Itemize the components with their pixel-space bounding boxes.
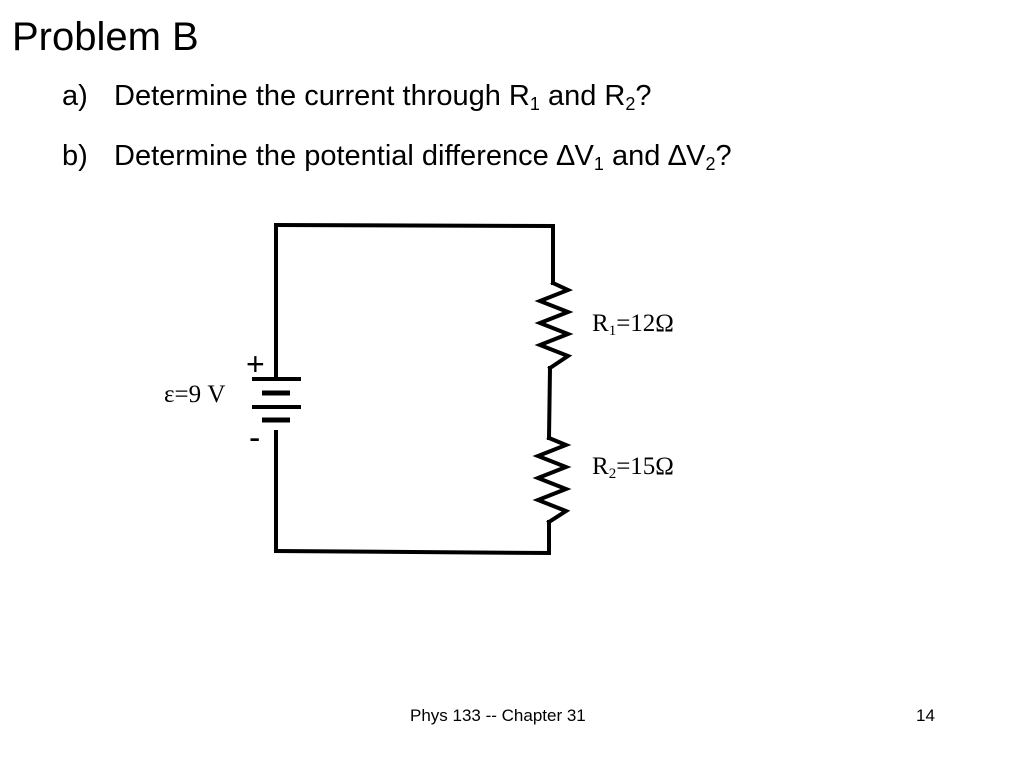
question-b-text-1: Determine the potential difference ∆V (114, 140, 594, 172)
wire-bottom (273, 548, 552, 556)
resistor-2-symbol-text: R (592, 453, 609, 480)
question-a-subscript-2: 2 (625, 94, 636, 114)
resistor-2-subscript: 2 (608, 466, 617, 482)
question-a-subscript-1: 1 (529, 94, 540, 114)
question-a: a) Determine the current through R1 and R… (62, 80, 652, 114)
battery-emf-label: ε=9 V (164, 381, 226, 408)
slide-number: 14 (916, 706, 935, 725)
battery-plus-terminal: + (246, 346, 265, 382)
question-a-text-3: ? (635, 80, 652, 112)
footer-course-label: Phys 133 -- Chapter 31 (410, 706, 586, 725)
question-b-marker: b) (62, 140, 88, 172)
resistor-1-value: =12Ω (616, 310, 674, 337)
slide-title: Problem B (12, 15, 199, 59)
question-a-text-1: Determine the current through R (114, 80, 530, 112)
battery-minus-terminal: - (249, 419, 261, 457)
resistor-2-label: R2=15Ω (592, 453, 674, 482)
resistor-2-symbol (532, 435, 572, 525)
question-b-subscript-1: 1 (593, 154, 604, 174)
question-a-marker: a) (62, 80, 88, 112)
battery-symbol (252, 377, 301, 423)
resistor-1-symbol-text: R (592, 310, 609, 337)
resistor-1-subscript: 1 (608, 323, 617, 339)
resistor-1-symbol (534, 280, 574, 371)
wire-top (273, 222, 556, 229)
question-a-text-2: and R (539, 80, 626, 112)
question-b-text-3: ? (715, 140, 732, 172)
resistor-1-label: R1=12Ω (592, 310, 674, 339)
question-b-text-2: and ∆V (603, 140, 706, 172)
wire-between-resistors (546, 365, 553, 441)
question-b-subscript-2: 2 (705, 154, 716, 174)
resistor-2-value: =15Ω (616, 453, 674, 480)
question-b: b) Determine the potential difference ∆V1… (62, 140, 732, 174)
